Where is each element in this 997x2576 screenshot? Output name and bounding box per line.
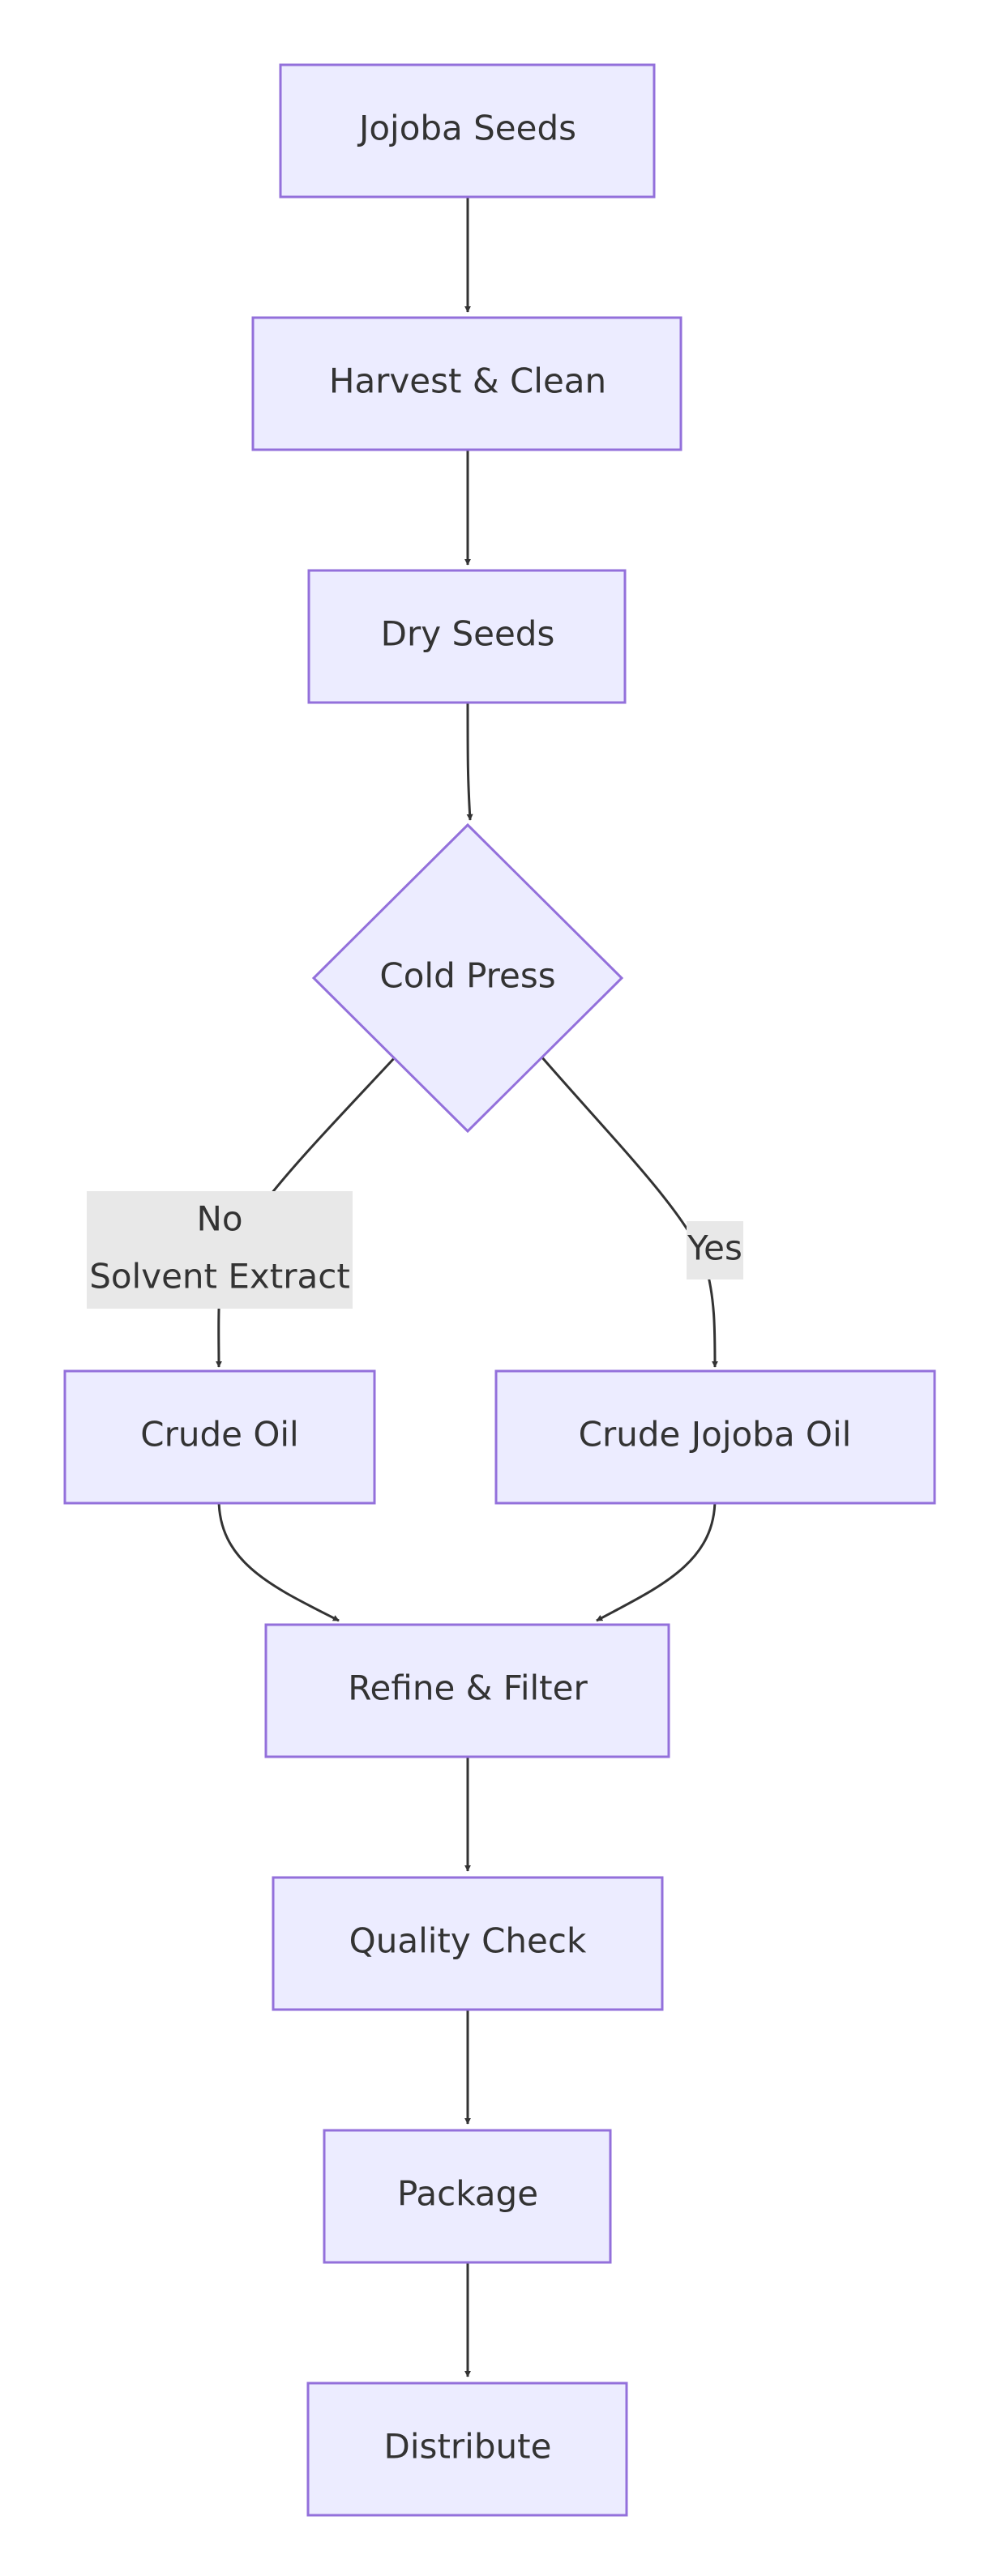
node-dry-seeds-label: Dry Seeds [381, 614, 555, 654]
node-crude-oil: Crude Oil [63, 1369, 376, 1505]
edge-label-no-line2: Solvent Extract [89, 1257, 350, 1297]
edge-crude-jojoba-to-refine [596, 1498, 717, 1622]
edge-label-no-line1: No [196, 1199, 242, 1239]
edge-press-to-crude-jojoba [540, 1056, 718, 1368]
edge-label-no: No Solvent Extract [87, 1191, 353, 1309]
edge-crude-oil-to-refine [217, 1498, 340, 1622]
node-crude-jojoba-oil-label: Crude Jojoba Oil [579, 1415, 852, 1455]
edge-dry-to-press [466, 702, 473, 821]
node-harvest-clean-label: Harvest & Clean [329, 361, 606, 401]
node-dry-seeds: Dry Seeds [307, 569, 627, 704]
node-jojoba-seeds-label: Jojoba Seeds [357, 109, 576, 148]
node-crude-oil-label: Crude Oil [140, 1415, 298, 1455]
node-package: Package [323, 2129, 612, 2264]
node-quality-check: Quality Check [272, 1876, 664, 2011]
node-refine-filter: Refine & Filter [264, 1623, 670, 1758]
node-quality-check-label: Quality Check [349, 1921, 587, 1961]
node-package-label: Package [397, 2174, 538, 2214]
edge-label-yes: Yes [687, 1221, 743, 1279]
node-cold-press: Cold Press [311, 822, 624, 1134]
node-distribute-label: Distribute [384, 2427, 552, 2467]
node-refine-filter-label: Refine & Filter [348, 1668, 588, 1708]
node-cold-press-label: Cold Press [379, 956, 555, 996]
edge-label-yes-text: Yes [687, 1228, 742, 1268]
node-crude-jojoba-oil: Crude Jojoba Oil [494, 1369, 936, 1505]
node-distribute: Distribute [306, 2382, 628, 2517]
node-jojoba-seeds: Jojoba Seeds [279, 63, 656, 199]
node-harvest-clean: Harvest & Clean [251, 316, 682, 451]
